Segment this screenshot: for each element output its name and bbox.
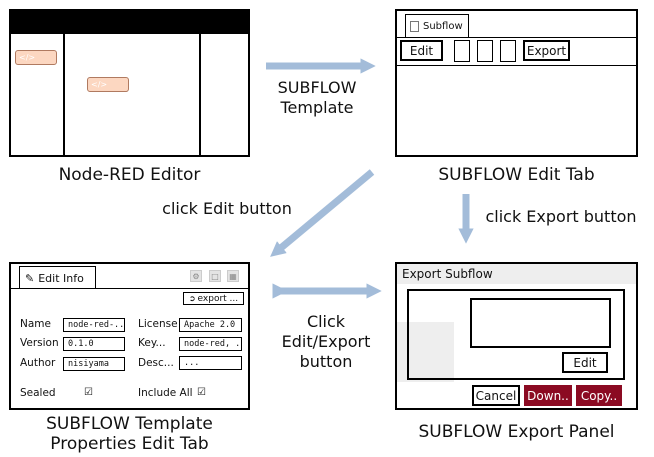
download-button[interactable]: Down.. <box>524 385 572 406</box>
export-content-frame[interactable] <box>407 289 625 380</box>
toolbar-button-blank-1[interactable] <box>454 40 470 62</box>
template-arrow-label-line2: Template <box>280 98 354 117</box>
tab-bar-line <box>397 37 636 38</box>
gear-icon[interactable]: ⚙ <box>190 270 202 282</box>
author-field[interactable]: nisiyama <box>63 357 125 371</box>
grid-icon[interactable]: ▦ <box>227 270 239 282</box>
props-caption: SUBFLOW Template Properties Edit Tab <box>9 414 250 454</box>
edit-info-tab[interactable]: ✎ Edit Info <box>19 266 96 289</box>
left-gray-block <box>397 322 454 382</box>
export-edit-button[interactable]: Edit <box>562 352 608 373</box>
subflow-tab-label: Subflow <box>423 21 463 32</box>
both-arrow-label-line3: button <box>299 352 353 371</box>
cancel-button[interactable]: Cancel <box>472 385 520 406</box>
toolbar-button-blank-2[interactable] <box>477 40 493 62</box>
export-preview-box[interactable] <box>470 298 611 348</box>
editor-palette-divider <box>63 34 65 155</box>
click-edit-label: click Edit button <box>162 199 292 218</box>
author-label: Author <box>20 357 56 369</box>
toolbar-button-blank-3[interactable] <box>500 40 516 62</box>
palette-node[interactable]: </> <box>15 50 57 65</box>
props-caption-line2: Properties Edit Tab <box>50 434 209 454</box>
node-red-editor: </> </> <box>9 9 250 157</box>
tab-bar-line <box>11 288 248 289</box>
export-subflow-panel: Export Subflow Edit Cancel Down.. Copy.. <box>395 262 638 410</box>
export-panel-title: Export Subflow <box>402 267 493 281</box>
click-export-label: click Export button <box>485 207 637 226</box>
sealed-label: Sealed <box>20 387 56 399</box>
editor-sidebar-divider <box>199 34 201 155</box>
edit-info-label: Edit Info <box>38 271 84 285</box>
workspace-node[interactable]: </> <box>87 77 129 92</box>
both-arrow-label: Click Edit/Export button <box>266 312 386 372</box>
document-icon <box>410 21 419 32</box>
name-label: Name <box>20 318 51 330</box>
both-arrow-label-line2: Edit/Export <box>281 332 371 351</box>
export-icon: ➲ <box>188 294 196 303</box>
template-arrow-label-line1: SUBFLOW <box>277 78 357 97</box>
edit-icon: ✎ <box>25 271 35 285</box>
include-all-label: Include All <box>138 387 193 399</box>
subflow-edit-tab: Subflow Edit Export <box>395 9 638 157</box>
editor-header <box>11 11 248 34</box>
props-export-label: export ... <box>197 293 239 304</box>
subflow-tab-caption: SUBFLOW Edit Tab <box>438 165 595 185</box>
arrow-click-edit <box>270 169 375 257</box>
subflow-edit-button[interactable]: Edit <box>400 40 443 61</box>
export-panel-caption: SUBFLOW Export Panel <box>418 422 615 442</box>
version-label: Version <box>20 337 59 349</box>
desc-field[interactable]: ... <box>179 356 242 370</box>
code-icon: </> <box>19 53 36 62</box>
include-all-checkbox[interactable]: ☑ <box>197 387 206 398</box>
both-arrow-label-line1: Click <box>306 312 346 331</box>
copy-button[interactable]: Copy.. <box>576 385 622 406</box>
key-field[interactable]: node-red, ... <box>179 337 242 351</box>
license-field[interactable]: Apache 2.0 <box>179 318 242 332</box>
editor-caption: Node-RED Editor <box>58 165 201 185</box>
props-export-button[interactable]: ➲ export ... <box>183 292 244 305</box>
version-field[interactable]: 0.1.0 <box>63 337 125 351</box>
subflow-tab[interactable]: Subflow <box>405 14 469 38</box>
toolbar-bottom-line <box>397 65 636 66</box>
template-properties-tab: ✎ Edit Info ⚙ □ ▦ ➲ export ... Name node… <box>9 262 250 410</box>
export-panel-header <box>397 264 636 284</box>
template-arrow-label: SUBFLOW Template <box>266 78 368 118</box>
key-label: Key... <box>138 337 166 349</box>
name-field[interactable]: node-red-... <box>63 318 125 332</box>
license-label: License <box>138 318 178 330</box>
props-caption-line1: SUBFLOW Template <box>46 414 213 434</box>
code-icon: </> <box>91 80 108 89</box>
subflow-export-button[interactable]: Export <box>523 40 570 61</box>
sealed-checkbox[interactable]: ☑ <box>84 387 93 398</box>
desc-label: Desc... <box>138 357 174 369</box>
doc-icon[interactable]: □ <box>209 270 221 282</box>
